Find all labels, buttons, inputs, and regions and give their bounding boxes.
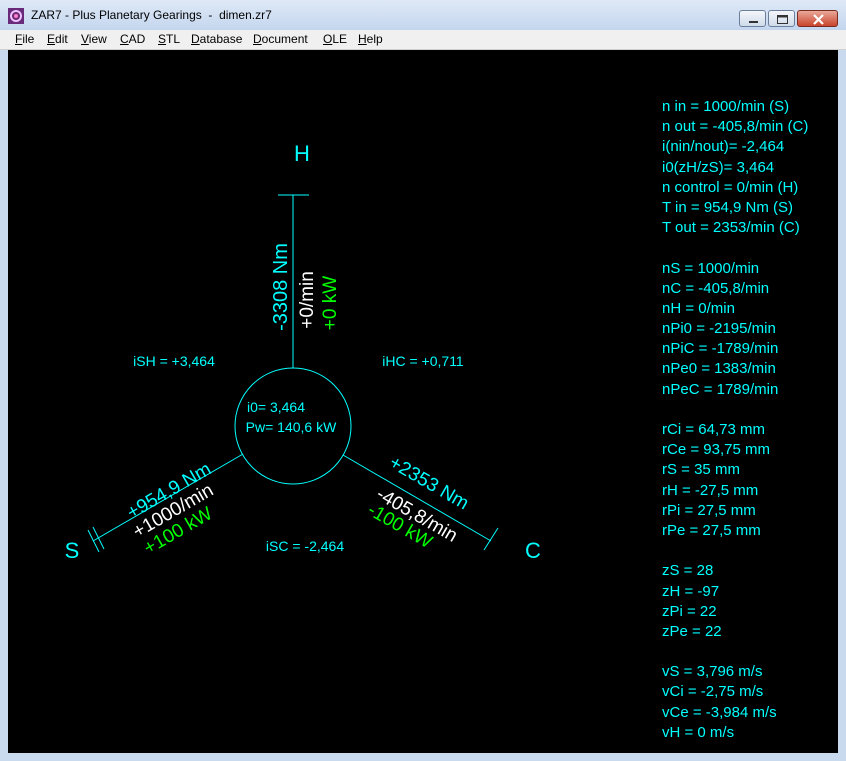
c-label: C [525,538,541,563]
gear-app-icon [8,8,24,24]
result-line: nC = -405,8/min [662,279,770,297]
result-line: rS = 35 mm [662,461,740,479]
result-line: nPiC = -1789/min [662,340,779,358]
result-line: vCi = -2,75 m/s [662,683,764,701]
s-shaft-tick-1 [87,529,100,553]
menu-file[interactable]: File [15,32,35,46]
minimize-icon [749,21,758,23]
menu-ole[interactable]: OLE [323,32,348,46]
menu-cad[interactable]: CAD [120,32,146,46]
maximize-icon [777,15,788,24]
s-shaft-tick-2 [92,526,105,550]
c-shaft-line [342,454,492,542]
result-line: T in = 954,9 Nm (S) [662,198,794,216]
result-line: rPe = 27,5 mm [662,521,761,539]
window-title: ZAR7 - Plus Planetary Gearings - dimen.z… [31,8,272,22]
s-label: S [65,538,80,563]
center-pw: Pw= 140,6 kW [246,419,337,435]
result-line: T out = 2353/min (C) [662,219,800,237]
close-button[interactable] [797,10,838,27]
c-shaft-tick [483,527,499,551]
menu-view[interactable]: View [81,32,107,46]
result-line: nPi0 = -2195/min [662,320,776,338]
result-line: rPi = 27,5 mm [662,501,756,519]
result-line: vCe = -3,984 m/s [662,703,777,721]
result-line: zPe = 22 [662,622,722,640]
s-shaft-line [92,453,244,542]
h-speed: +0/min [297,271,318,329]
result-line: rCe = 93,75 mm [662,441,770,459]
result-line: i(nin/nout)= -2,464 [662,138,785,156]
h-label: H [294,141,310,166]
result-line: zS = 28 [662,562,714,580]
maximize-button[interactable] [768,10,795,27]
result-line: zH = -97 [662,582,720,600]
menu-bar: File Edit View CAD STL Database Document… [0,30,846,50]
result-line: zPi = 22 [662,602,717,620]
menu-stl[interactable]: STL [158,32,181,46]
result-line: vH = 0 m/s [662,723,735,741]
drawing-canvas[interactable]: H S C -3308 Nm +0/min +0 kW +954,9 Nm +1… [8,50,838,753]
menu-database[interactable]: Database [191,32,243,46]
result-line: nH = 0/min [662,299,735,317]
results-panel: n in = 1000/min (S) n out = -405,8/min (… [662,97,808,743]
center-i0: i0= 3,464 [247,399,305,415]
title-bar[interactable]: ZAR7 - Plus Planetary Gearings - dimen.z… [0,0,846,31]
result-line: rH = -27,5 mm [662,481,759,499]
h-power: +0 kW [320,276,341,330]
result-line: n out = -405,8/min (C) [662,118,809,136]
result-line: n control = 0/min (H) [662,178,799,196]
result-line: rCi = 64,73 mm [662,421,765,438]
close-icon [813,14,824,25]
menu-edit[interactable]: Edit [47,32,68,46]
minimize-button[interactable] [739,10,766,27]
result-line: i0(zH/zS)= 3,464 [662,158,775,176]
menu-document[interactable]: Document [253,32,308,46]
ratio-ish: iSH = +3,464 [133,353,215,369]
result-line: n in = 1000/min (S) [662,98,790,115]
result-line: nPe0 = 1383/min [662,360,776,378]
result-line: nPeC = 1789/min [662,380,779,398]
ratio-ihc: iHC = +0,711 [382,353,464,369]
result-line: vS = 3,796 m/s [662,663,763,681]
planetary-gear-diagram: H S C -3308 Nm +0/min +0 kW +954,9 Nm +1… [65,141,541,563]
result-line: nS = 1000/min [662,259,760,277]
h-torque: -3308 Nm [270,243,292,331]
ratio-isc: iSC = -2,464 [266,538,344,554]
menu-help[interactable]: Help [358,32,383,46]
